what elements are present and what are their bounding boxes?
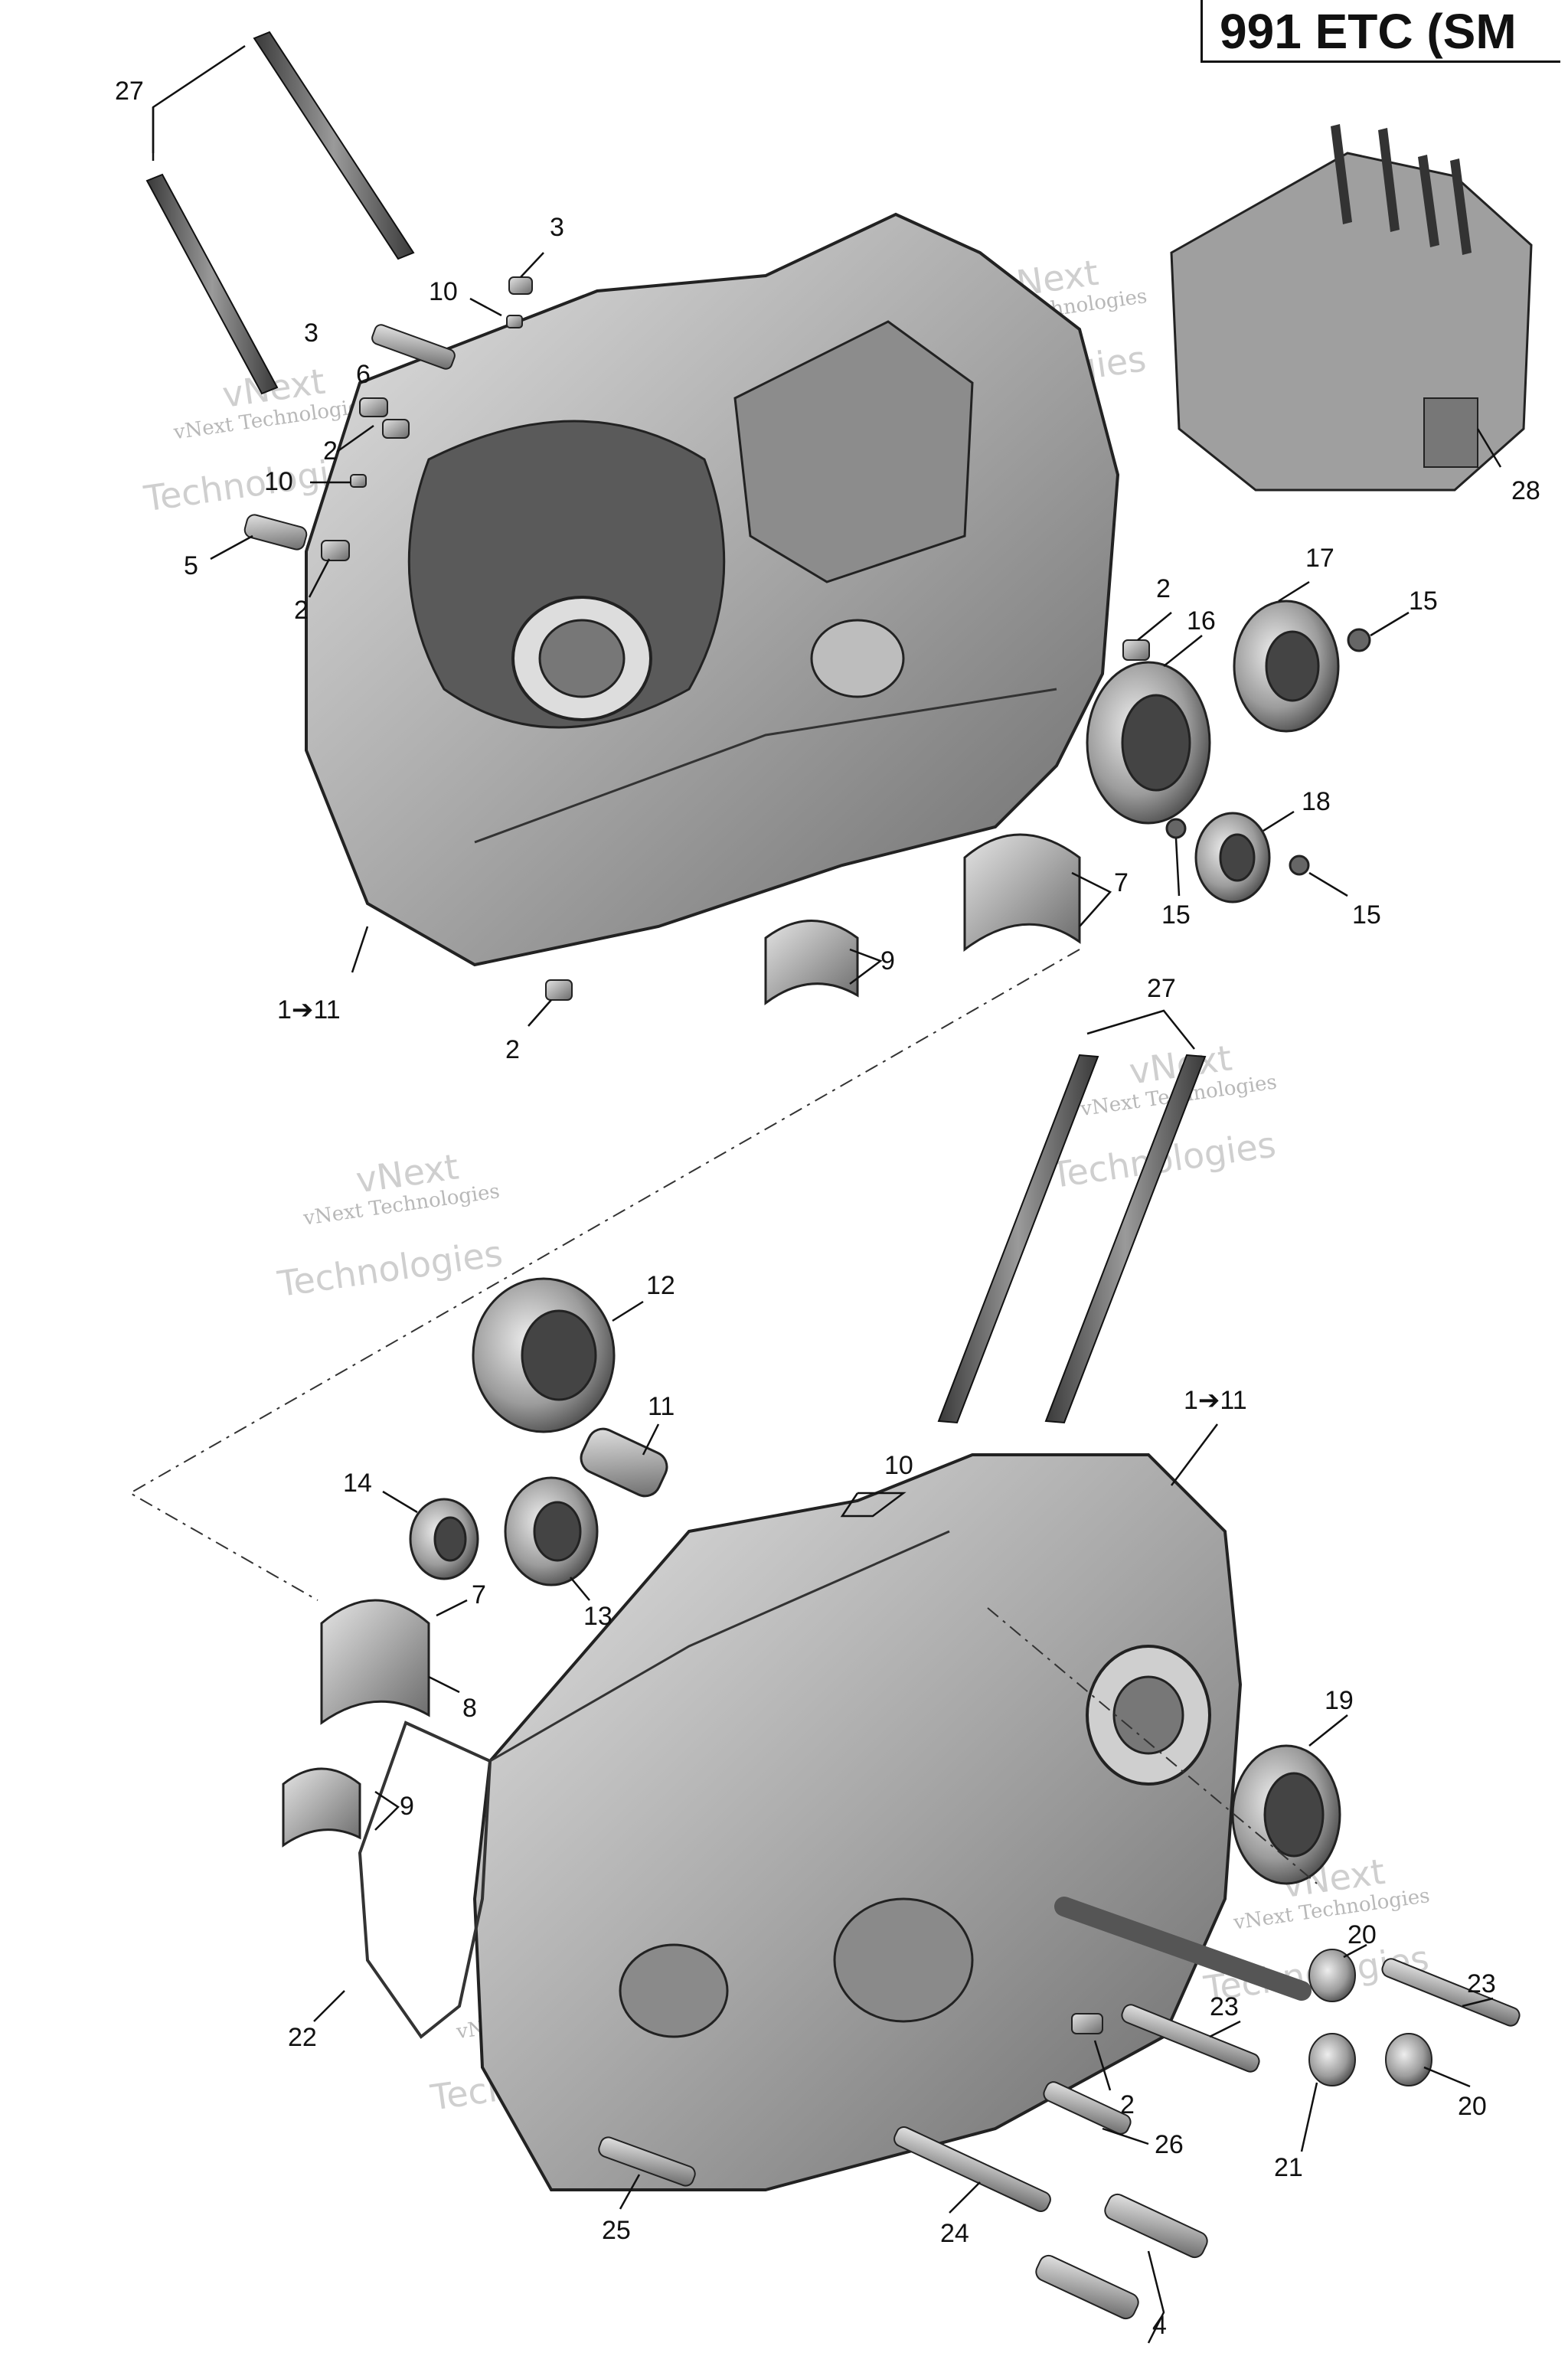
callout-8: 8 — [462, 1694, 477, 1723]
callout-5: 5 — [184, 551, 198, 580]
callout-24: 24 — [940, 2219, 969, 2248]
callout-22: 22 — [288, 2023, 317, 2052]
callout-18: 18 — [1302, 787, 1331, 816]
callout-6: 6 — [356, 360, 371, 389]
callout-4: 4 — [1152, 2311, 1167, 2340]
callout-2a: 2 — [323, 436, 338, 466]
assembled-engine-thumbnail — [1170, 124, 1533, 492]
callout-23a: 23 — [1467, 1969, 1496, 1998]
leader-lines — [152, 44, 1502, 2344]
stud-27-lower — [937, 1054, 1207, 1424]
lower-right-fasteners — [1121, 1949, 1521, 2086]
callout-3a: 3 — [550, 213, 564, 242]
callout-26: 26 — [1155, 2130, 1184, 2159]
gasket-22 — [358, 1720, 492, 2039]
callout-28: 28 — [1511, 476, 1540, 505]
callout-7b: 7 — [472, 1580, 486, 1609]
seal-19 — [1231, 1744, 1341, 1885]
callout-20a: 20 — [1348, 1920, 1377, 1949]
lower-crankcase-half — [472, 1453, 1312, 2191]
diagram-title: 991 ETC (SM — [1220, 4, 1517, 59]
callout-2e: 2 — [1120, 2090, 1135, 2119]
upper-crankcase-half — [305, 212, 1120, 967]
dowels-upper-left — [243, 276, 1150, 1001]
bearing-shells-upper — [764, 833, 1081, 1005]
callout-19: 19 — [1325, 1686, 1354, 1715]
callout-27a: 27 — [115, 77, 144, 106]
callout-2d: 2 — [505, 1035, 520, 1064]
callout-17: 17 — [1305, 544, 1334, 573]
callout-7a: 7 — [1114, 868, 1129, 897]
callout-labels: 27 3 10 3 6 2 10 5 2 28 2 17 15 16 18 7 … — [115, 77, 1540, 2340]
callout-25: 25 — [602, 2216, 631, 2245]
callout-21: 21 — [1274, 2153, 1303, 2182]
callout-15a: 15 — [1409, 587, 1438, 616]
callout-1-11a: 1➔11 — [277, 995, 341, 1024]
callout-14: 14 — [343, 1469, 372, 1498]
callout-16: 16 — [1187, 606, 1216, 636]
callout-23b: 23 — [1210, 1992, 1239, 2021]
callout-10c: 10 — [884, 1451, 913, 1480]
callout-11: 11 — [648, 1392, 675, 1421]
callout-2b: 2 — [294, 596, 309, 625]
callout-9a: 9 — [880, 946, 895, 975]
alignment-line-lower — [987, 1607, 1318, 1884]
callout-12: 12 — [646, 1271, 675, 1300]
lower-bolts-and-dowels — [598, 2013, 1208, 2320]
callout-13: 13 — [583, 1602, 612, 1631]
callout-15b: 15 — [1161, 900, 1191, 930]
callout-10a: 10 — [429, 277, 458, 306]
bearings-upper-right — [1086, 600, 1371, 904]
callout-3b: 3 — [304, 319, 318, 348]
watermark-large-6: Technologies — [274, 1232, 505, 1305]
callout-10b: 10 — [264, 467, 293, 496]
callout-9b: 9 — [400, 1792, 414, 1821]
stud-27-upper-left — [145, 31, 415, 395]
callout-20b: 20 — [1458, 2092, 1487, 2121]
callout-2c: 2 — [1156, 574, 1171, 603]
callout-15c: 15 — [1352, 900, 1381, 930]
callout-1-11b: 1➔11 — [1184, 1386, 1247, 1415]
bearings-lower-left — [282, 1277, 668, 1848]
diagram-title-box: 991 ETC (SM — [1200, 0, 1560, 63]
callout-27b: 27 — [1147, 974, 1176, 1003]
